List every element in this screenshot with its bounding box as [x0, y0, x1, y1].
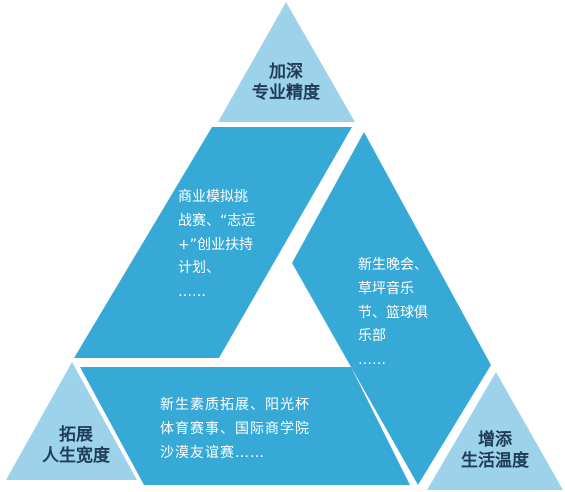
corner-left-line1: 拓展: [59, 425, 93, 445]
corner-triangle-left: [6, 362, 137, 480]
corner-left-line2: 人生宽度: [42, 446, 110, 467]
band-bottom-line: 新生素质拓展、阳光杯: [160, 397, 310, 413]
band-left: [74, 127, 352, 358]
corner-triangle-right: [427, 372, 563, 490]
band-left-line: ……: [178, 284, 206, 301]
band-right-text: 新生晚会、 草坪音乐 节、篮球俱 乐部 ……: [358, 254, 428, 373]
band-right-line: 新生晚会、: [358, 257, 428, 273]
band-right-line: 草坪音乐: [358, 280, 414, 297]
band-bottom-line: 体育赛事、国际商学院: [160, 420, 310, 437]
corner-label-right: 增添 生活温度: [447, 430, 543, 473]
band-left-line: 战赛、“志远: [178, 212, 256, 229]
band-bottom-text: 新生素质拓展、阳光杯 体育赛事、国际商学院 沙漠友谊赛……: [160, 394, 310, 465]
corner-label-left: 拓展 人生宽度: [28, 425, 124, 468]
band-left-line: 商业模拟挑: [178, 189, 248, 205]
band-right-line: ……: [358, 352, 386, 369]
corner-top-line2: 专业精度: [252, 83, 320, 104]
corner-triangle-top: [218, 2, 355, 122]
band-right-line: 乐部: [358, 328, 386, 345]
corner-label-top: 加深 专业精度: [238, 62, 334, 105]
corner-top-line1: 加深: [269, 62, 303, 82]
corner-right-line2: 生活温度: [461, 451, 529, 472]
band-left-line: +”创业扶持: [178, 236, 253, 253]
band-left-line: 计划、: [178, 260, 220, 277]
band-left-text: 商业模拟挑 战赛、“志远 +”创业扶持 计划、 ……: [178, 186, 255, 305]
band-right-line: 节、篮球俱: [358, 304, 428, 321]
band-bottom-line: 沙漠友谊赛……: [160, 444, 265, 461]
band-bottom: [80, 367, 410, 485]
band-right: [292, 132, 491, 485]
corner-right-line1: 增添: [478, 430, 512, 450]
